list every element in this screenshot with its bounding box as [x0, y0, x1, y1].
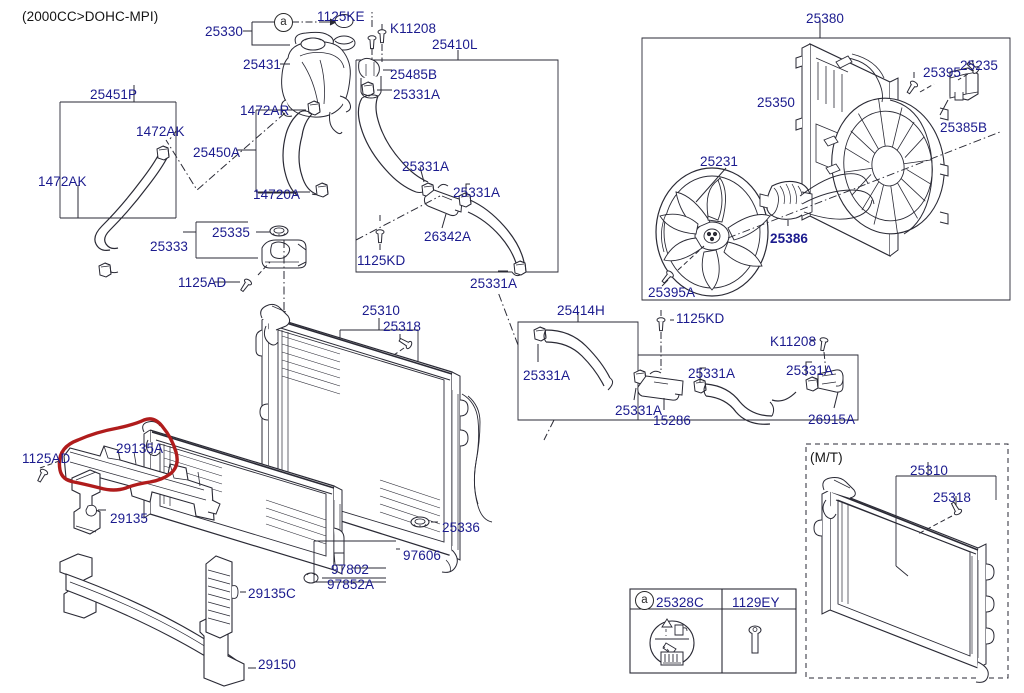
- part-number-label: 1125KD: [676, 311, 725, 326]
- part-number-label: 25336: [442, 520, 481, 535]
- part-number-label: 1125KE: [317, 9, 365, 24]
- part-number-label: 25451P: [90, 87, 138, 102]
- part-number-label: 25431: [243, 57, 282, 72]
- part-number-label: 25395: [923, 65, 962, 80]
- part-number-label: 26342A: [424, 229, 472, 244]
- part-number-label: 25331A: [393, 87, 441, 102]
- marker-a-top: a: [274, 13, 293, 32]
- part-number-label: 29150: [258, 657, 297, 672]
- part-number-label: 15286: [653, 413, 692, 428]
- diagram-caption: (2000CC>DOHC-MPI): [22, 9, 159, 24]
- part-number-label: 25331A: [453, 185, 501, 200]
- part-number-label: 25310: [910, 463, 949, 478]
- part-number-label: 25331A: [786, 363, 834, 378]
- part-number-label: 25328C: [656, 595, 704, 610]
- part-number-label: 14720A: [253, 187, 301, 202]
- part-number-label: 29135A: [116, 441, 164, 456]
- part-number-label: 25414H: [557, 303, 605, 318]
- part-number-label: 25231: [700, 154, 739, 169]
- part-number-label: 25235: [960, 58, 999, 73]
- part-number-label: 25485B: [390, 67, 438, 82]
- part-number-label: 1472AR: [240, 103, 290, 118]
- part-number-label: 97802: [331, 562, 370, 577]
- part-number-label: 29135: [110, 511, 149, 526]
- part-number-label: K11208: [390, 21, 437, 36]
- part-number-label: 25395A: [648, 285, 696, 300]
- part-number-label: 25331A: [688, 366, 736, 381]
- part-number-label: 25331A: [523, 368, 571, 383]
- part-number-label: 25331A: [402, 159, 450, 174]
- part-number-label: 29135C: [248, 586, 296, 601]
- part-number-label: 25410L: [432, 37, 478, 52]
- part-number-label: 1472AK: [136, 124, 185, 139]
- part-number-label: 1125AD: [22, 451, 71, 466]
- diagram-caption: (M/T): [810, 450, 843, 465]
- part-number-label: 25318: [933, 490, 972, 505]
- part-number-label: 1472AK: [38, 174, 87, 189]
- part-number-label: K11208: [770, 334, 817, 349]
- part-number-label: 97606: [403, 548, 442, 563]
- part-number-label: 1129EY: [732, 595, 780, 610]
- marker-a-legend: a: [635, 591, 654, 610]
- part-number-label: 25380: [806, 11, 845, 26]
- part-number-label: 1125KD: [357, 253, 406, 268]
- part-number-label: 25385B: [940, 120, 988, 135]
- part-number-label: 26915A: [808, 412, 856, 427]
- part-number-label: 25331A: [470, 276, 518, 291]
- part-number-label: 25335: [212, 225, 251, 240]
- part-number-label: 97852A: [327, 577, 375, 592]
- part-number-label: 25318: [383, 319, 422, 334]
- part-number-label: 25386: [770, 231, 809, 246]
- part-number-label: 25350: [757, 95, 796, 110]
- part-number-label: 25331A: [615, 403, 663, 418]
- part-number-label: 25450A: [193, 145, 241, 160]
- part-number-label: 1125AD: [178, 275, 227, 290]
- part-number-label: 25330: [205, 24, 244, 39]
- part-number-label: 25310: [362, 303, 401, 318]
- part-number-label: 25333: [150, 239, 189, 254]
